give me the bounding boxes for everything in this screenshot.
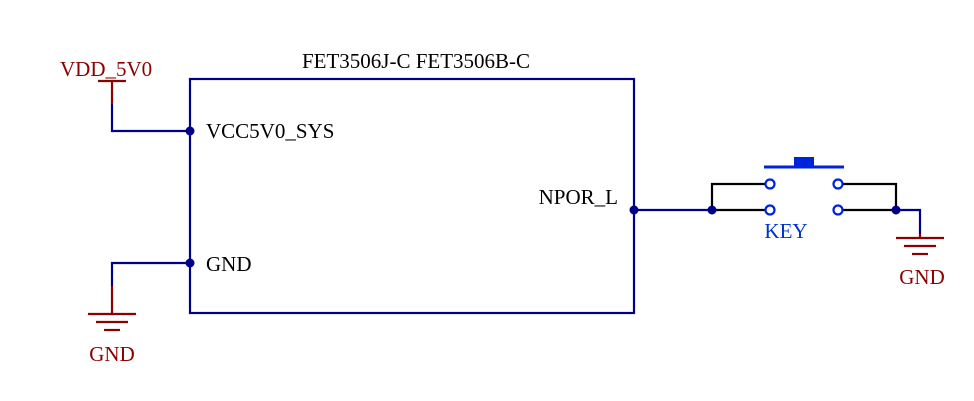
wire-gnd-right bbox=[896, 208, 922, 234]
wire-vcc bbox=[110, 104, 190, 133]
vdd-power-symbol bbox=[98, 79, 126, 104]
ground-symbol-left bbox=[88, 286, 136, 332]
junction-dot-gnd bbox=[185, 258, 195, 268]
pin-label-npor: NPOR_L bbox=[539, 185, 618, 209]
vdd-net-label: VDD_5V0 bbox=[60, 57, 152, 81]
push-button-switch bbox=[707, 157, 901, 216]
component-part-label: FET3506J-C FET3506B-C bbox=[302, 49, 530, 73]
ground-net-label-left: GND bbox=[89, 342, 135, 366]
junction-dot-vcc bbox=[185, 126, 195, 136]
wire-gnd-left bbox=[110, 261, 190, 286]
component-body bbox=[188, 77, 636, 315]
ground-net-label-right: GND bbox=[899, 265, 945, 289]
pin-label-vcc: VCC5V0_SYS bbox=[206, 119, 334, 143]
ground-symbol-right bbox=[896, 234, 944, 256]
pin-label-gnd: GND bbox=[206, 252, 252, 276]
switch-designator: KEY bbox=[764, 219, 807, 243]
